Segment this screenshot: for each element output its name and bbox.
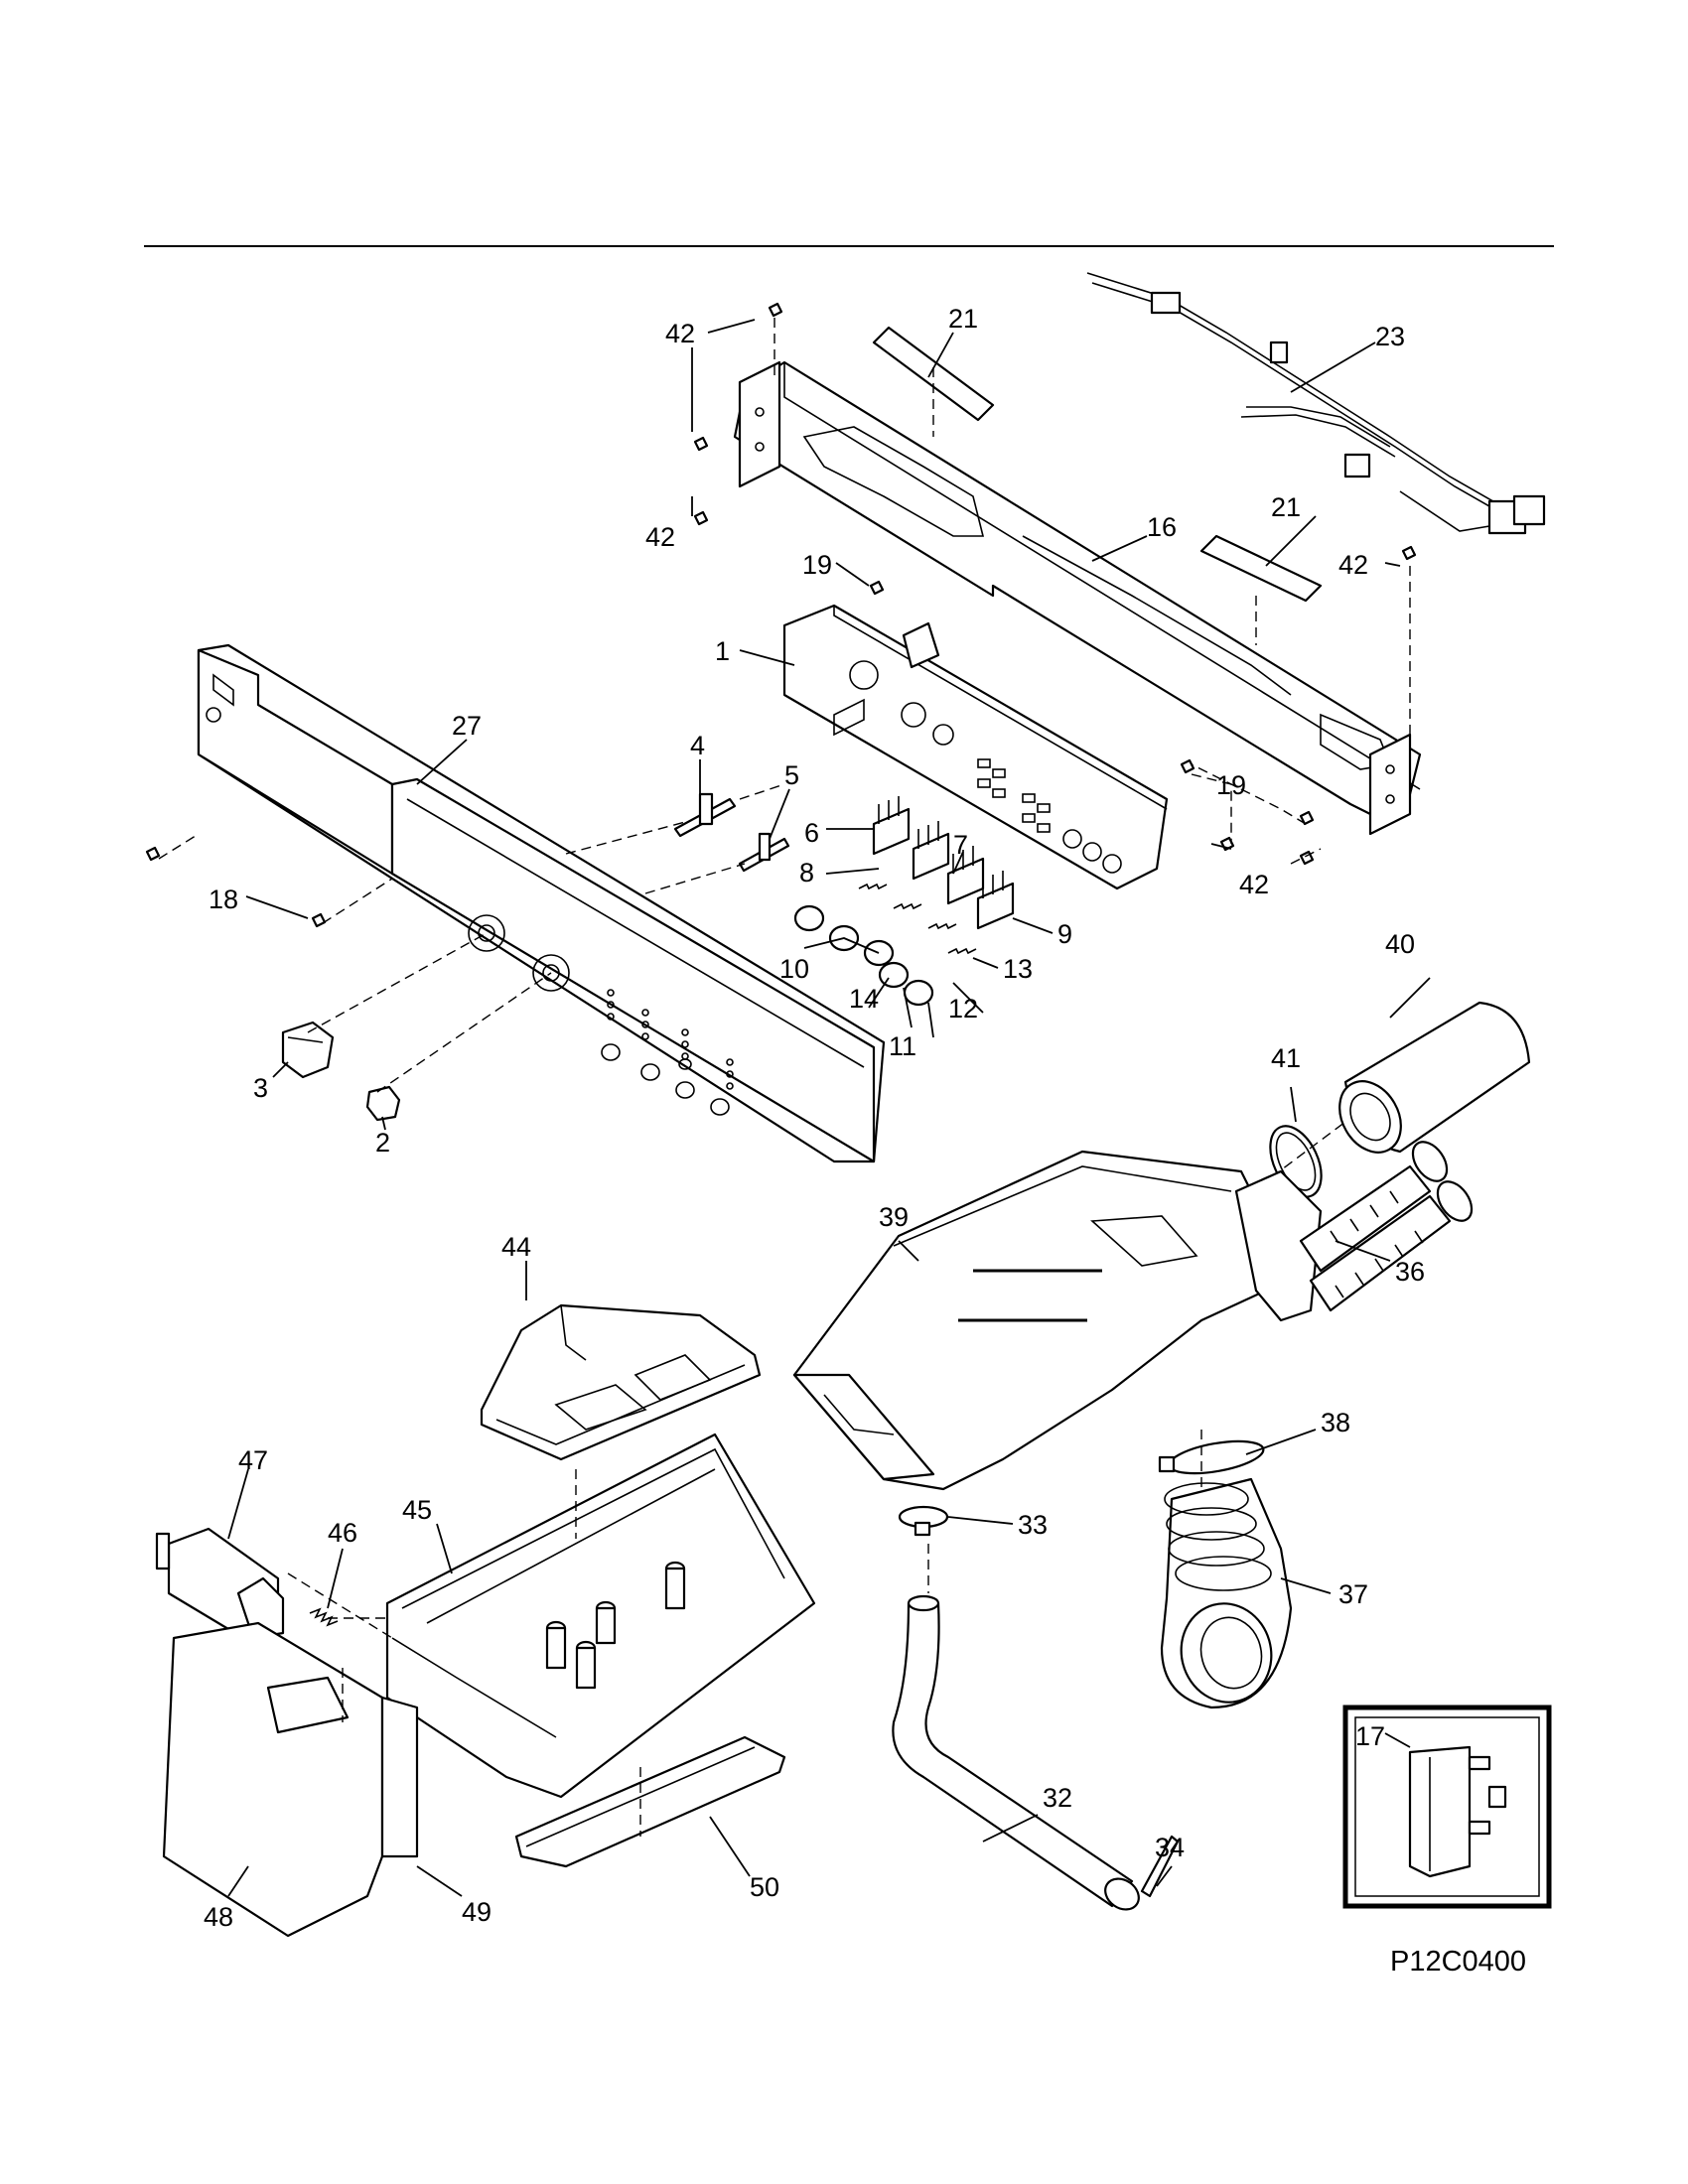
callout-42d: 42: [1239, 870, 1269, 899]
control-board: [782, 604, 1169, 890]
dispenser-cover-50: [514, 1735, 786, 1868]
callout-1: 1: [715, 636, 730, 666]
callout-17: 17: [1355, 1721, 1385, 1751]
callout-3: 3: [253, 1073, 268, 1103]
callout-33: 33: [1018, 1510, 1048, 1540]
callout-47: 47: [238, 1445, 268, 1475]
console-bracket: [733, 360, 1422, 836]
water-valve: [1234, 1141, 1474, 1322]
callout-18: 18: [209, 885, 238, 914]
callout-39: 39: [879, 1202, 909, 1232]
drawer-front-48: [162, 1621, 419, 1938]
callout-19a: 19: [802, 550, 832, 580]
screws: [145, 302, 1417, 928]
callout-19b: 19: [1216, 770, 1246, 800]
callout-labels: 42 21 23 42 16 21 19 42 1 27 4 19 5 6 7 …: [204, 304, 1425, 1932]
callout-42b: 42: [645, 522, 675, 552]
shaft-4: [673, 792, 737, 838]
callout-14: 14: [849, 984, 879, 1014]
callout-21b: 21: [1271, 492, 1301, 522]
callout-49: 49: [462, 1897, 492, 1927]
knob-small: [365, 1085, 401, 1122]
dispenser-housing: [792, 1150, 1283, 1491]
callout-27: 27: [452, 711, 482, 741]
actuator-47: [155, 1527, 285, 1640]
callout-7: 7: [953, 830, 968, 860]
callout-11: 11: [889, 1031, 916, 1061]
callout-42a: 42: [665, 319, 695, 348]
spring-46: [309, 1607, 339, 1627]
callout-10: 10: [779, 954, 809, 984]
callout-46: 46: [328, 1518, 357, 1548]
callout-45: 45: [402, 1495, 432, 1525]
diagram-code: P12C0400: [1390, 1946, 1526, 1978]
wire-harness: [1086, 272, 1546, 535]
assembly-lines-lower: [287, 1469, 641, 1837]
callout-32: 32: [1043, 1783, 1072, 1813]
callout-8: 8: [799, 858, 814, 887]
callout-34: 34: [1155, 1833, 1185, 1862]
callout-41: 41: [1271, 1043, 1301, 1073]
callout-23: 23: [1375, 322, 1405, 351]
button-cluster: [793, 796, 1015, 1007]
callout-21a: 21: [948, 304, 978, 334]
callout-38: 38: [1321, 1408, 1350, 1437]
callout-36: 36: [1395, 1257, 1425, 1287]
pressure-switch-17: [1408, 1745, 1507, 1878]
callout-4: 4: [690, 731, 705, 760]
softener-cup-44: [480, 1303, 762, 1461]
console-panel: [197, 643, 886, 1163]
callout-44: 44: [501, 1232, 531, 1262]
callout-48: 48: [204, 1902, 233, 1932]
shaft-5: [738, 832, 790, 873]
callout-42c: 42: [1338, 550, 1368, 580]
drain-hose-32: [892, 1594, 1140, 1911]
callout-13: 13: [1003, 954, 1033, 984]
callout-40: 40: [1385, 929, 1415, 959]
clamp-34: [1140, 1835, 1180, 1898]
callout-2: 2: [375, 1128, 390, 1158]
callout-5: 5: [784, 760, 799, 790]
clamp-38: [1158, 1439, 1265, 1475]
bellows-37: [1160, 1477, 1293, 1709]
knob-large: [281, 1021, 335, 1079]
clamp-33: [898, 1505, 949, 1537]
callout-12: 12: [948, 994, 978, 1024]
foam-strip-lower: [1199, 534, 1323, 603]
callout-9: 9: [1057, 919, 1072, 949]
callout-6: 6: [804, 818, 819, 848]
inlet-hose-40: [1338, 1001, 1531, 1154]
callout-16: 16: [1147, 512, 1177, 542]
assembly-lines-upper: [158, 318, 1411, 1093]
callout-37: 37: [1338, 1579, 1368, 1609]
callout-50: 50: [750, 1872, 779, 1902]
leader-lines: [227, 319, 1431, 1897]
dispenser-drawer-45: [385, 1433, 816, 1799]
